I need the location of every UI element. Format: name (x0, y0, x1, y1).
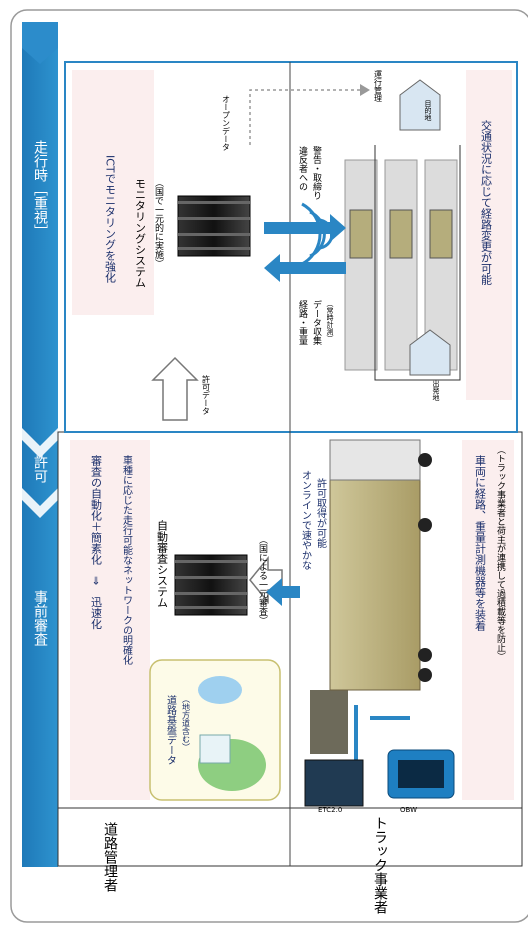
auto-review-note: （国による一元審査） (257, 535, 268, 625)
traffic-mgmt-label: 運行管理 (374, 70, 383, 102)
auto-review-server-icon (174, 554, 248, 616)
etc-label: ETC2.0 (318, 806, 342, 814)
driving-headline: ICTでモニタリングを強化 (104, 155, 117, 283)
collect-line-2: データ収集 (311, 299, 322, 346)
origin-label: 出発地 (432, 379, 440, 401)
road-data-note: （地方道含む） (182, 695, 191, 751)
reroute-pink-panel (466, 70, 512, 400)
permit-data-label: 許可データ (202, 374, 211, 415)
phase-label-permit: 許可 (32, 455, 48, 483)
cloud-icon (198, 676, 242, 704)
open-data-arrowhead (360, 84, 370, 96)
pre-review-network: 車種に応じた走行可能なネットワークの明確化 (121, 454, 133, 665)
monitoring-server-icon (177, 195, 251, 257)
phase-band-arrow-tip (22, 22, 58, 64)
pre-review-pink-panel (70, 440, 150, 800)
phase-label-pre-review: 事前審査 (32, 590, 48, 646)
route-line (374, 145, 461, 381)
warn-arrow (264, 214, 346, 242)
auto-review-title: 自動審査システム (156, 520, 169, 608)
open-data-path (249, 89, 360, 145)
phase-label-driving: 走行時［重視］ (32, 140, 48, 238)
monitoring-note: （国で一元的に実施） (153, 178, 164, 268)
actor-truck-operator: トラック事業者 (372, 816, 388, 914)
collect-line-1: 経路・重量 (297, 299, 308, 345)
destination-house-icon (399, 79, 441, 131)
online-permit-line-2: 許可取得が可能 (315, 477, 327, 549)
reroute-caption: 交通状況に応じて経路変更が可能 (480, 119, 493, 286)
etc-device-icon (304, 759, 364, 807)
vehicle-caption-panel (462, 440, 514, 800)
obw-label: OBW (400, 806, 417, 814)
collect-arrow (264, 254, 346, 282)
phase-chevron-2 (22, 488, 58, 518)
truck-icon (329, 439, 432, 691)
open-data-label: オープンデータ (222, 95, 231, 151)
scale-photo-icon (310, 690, 348, 754)
pre-review-headline: 審査の自動化＋簡素化 ⇒ 迅速化 (90, 454, 103, 630)
monitoring-title: モニタリングシステム (134, 178, 147, 288)
permit-data-arrow (151, 356, 199, 421)
online-permit-arrow (266, 578, 300, 606)
warn-line-2: 警告・取締り (311, 145, 322, 200)
mini-truck-2 (389, 209, 413, 259)
mini-truck-3 (429, 209, 453, 259)
vehicle-note: （トラック事業者と荷主が連携して過積載等を防止） (495, 445, 506, 661)
mini-truck-1 (349, 209, 373, 259)
vehicle-caption: 車両に経路、重量計測機器等を装着 (474, 454, 487, 632)
online-permit-line-1: オンラインで速やかな (300, 470, 312, 570)
origin-house-icon (409, 329, 451, 376)
road-data-title: 道路基盤データ (165, 694, 177, 765)
road-lane-1 (344, 159, 378, 371)
destination-label: 目的地 (424, 100, 432, 121)
actor-road-admin: 道路管理者 (102, 822, 118, 892)
road-lane-2 (384, 159, 418, 371)
phase-chevron-1 (22, 428, 58, 458)
warn-line-1: 違反者への (297, 145, 308, 191)
map-icon (199, 734, 231, 764)
driving-pink-panel (72, 70, 154, 315)
obw-screen (398, 760, 444, 788)
collect-note: （常時計測） (326, 300, 334, 342)
